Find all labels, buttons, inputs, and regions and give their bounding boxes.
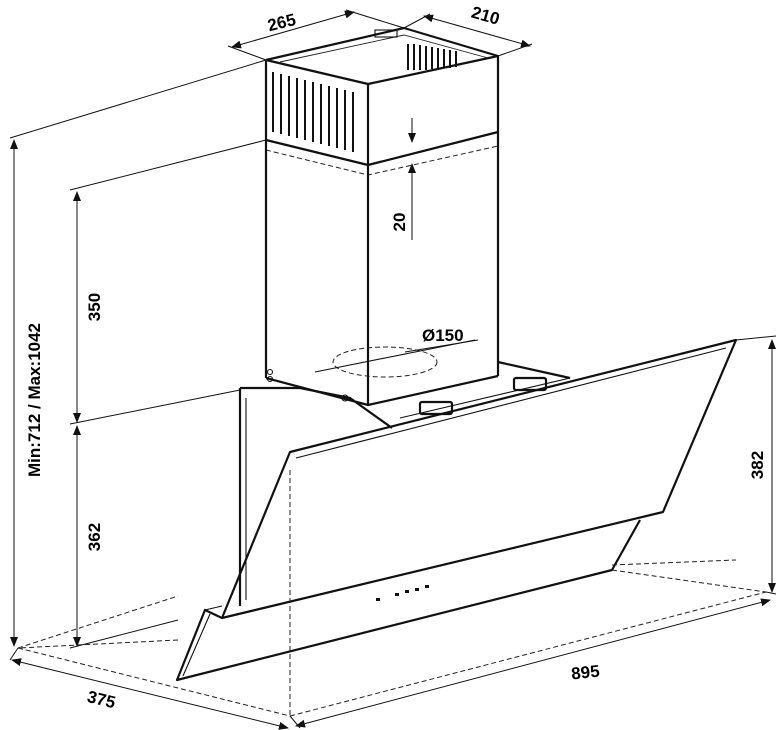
vent-slots-back: [407, 44, 457, 70]
dim-overlap-label: 20: [390, 213, 409, 232]
dim-line-chimney-width: [231, 10, 355, 49]
lower-chimney: [264, 130, 500, 407]
control-buttons: [376, 585, 429, 601]
dim-total-height-label: Min:712 / Max:1042: [25, 323, 44, 477]
dim-chimney-section-label: 350: [85, 293, 104, 321]
dim-line-chimney-depth: [423, 14, 531, 48]
upper-chimney: [264, 26, 500, 176]
dim-line-width: [295, 598, 771, 728]
dim-chimney-width-label: 265: [266, 10, 298, 35]
dim-line-depth: [11, 658, 289, 730]
dim-body-height-label: 362: [85, 523, 104, 551]
clip-detail: [374, 29, 398, 38]
extension-lines: [9, 9, 777, 729]
dim-depth-label: 375: [85, 687, 117, 712]
dim-width-label: 895: [570, 662, 600, 684]
glass-front-panel: [175, 338, 738, 682]
footprint-outline: [17, 470, 767, 717]
vent-slots-left: [272, 72, 354, 152]
duct-outline: [332, 346, 438, 378]
dim-front-height-label: 382: [748, 451, 767, 479]
dim-chimney-depth-label: 210: [469, 3, 502, 29]
hood-body: [238, 360, 571, 606]
dim-duct-diameter-label: Ø150: [422, 326, 464, 345]
dimension-lines: [10, 10, 776, 730]
